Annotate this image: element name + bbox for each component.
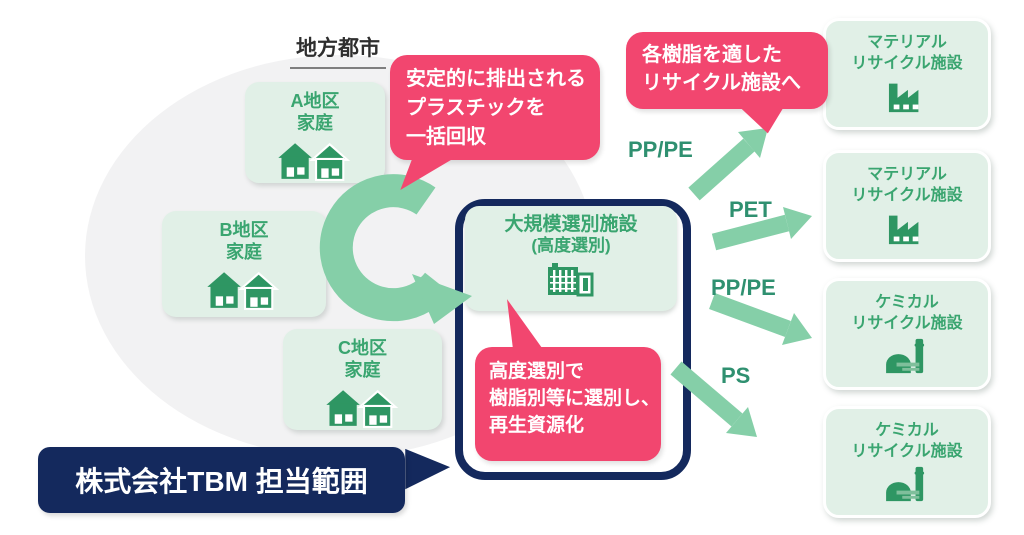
district-label: A地区 家庭: [290, 91, 340, 133]
callout-resin-routing: 各樹脂を適した リサイクル施設へ: [626, 32, 828, 109]
chemical-plant-icon: [886, 466, 925, 501]
flow-arrow-pp-pe-bottom: [709, 293, 791, 337]
houses-icon: [325, 389, 398, 428]
factory-icon: [888, 83, 919, 112]
flow-label-pp-pe-bottom: PP/PE: [711, 275, 776, 300]
sorting-building-icon: [548, 263, 594, 297]
facility-label: マテリアル リサイクル施設: [851, 166, 963, 204]
scope-banner: 株式会社TBM 担当範囲: [38, 447, 405, 513]
flow-arrow-pp-pe-top: [688, 138, 755, 201]
scope-banner-tail: [405, 448, 451, 490]
callout-resin-routing-tail: [737, 104, 786, 134]
district-box-b: B地区 家庭: [162, 211, 326, 317]
flow-arrow-pet: [711, 214, 790, 251]
facility-label: ケミカル リサイクル施設: [851, 422, 963, 460]
facility-label: ケミカル リサイクル施設: [851, 294, 963, 332]
flow-label-ps: PS: [721, 363, 751, 388]
houses-icon: [278, 142, 351, 181]
flow-label-pet: PET: [729, 197, 772, 222]
facility-box-chemical-1: ケミカル リサイクル施設: [823, 278, 991, 390]
facility-box-material-1: マテリアル リサイクル施設: [823, 18, 991, 130]
facility-box-material-2: マテリアル リサイクル施設: [823, 150, 991, 262]
district-label: B地区 家庭: [219, 220, 269, 262]
sorting-facility-name: 大規模選別施設: [504, 214, 638, 235]
houses-icon: [207, 271, 280, 310]
sorting-facility-box: 大規模選別施設 (高度選別): [465, 206, 677, 311]
city-title: 地方都市: [290, 32, 386, 69]
district-label: C地区 家庭: [338, 338, 387, 380]
sorting-facility-subname: (高度選別): [531, 235, 611, 255]
facility-box-chemical-2: ケミカル リサイクル施設: [823, 406, 991, 518]
callout-bulk-collection: 安定的に排出される プラスチックを 一括回収: [390, 55, 600, 160]
callout-advanced-sorting: 高度選別で 樹脂別等に選別し、 再生資源化: [475, 347, 661, 461]
chemical-plant-icon: [886, 338, 925, 373]
district-box-c: C地区 家庭: [283, 329, 442, 430]
factory-icon: [888, 215, 919, 244]
facility-label: マテリアル リサイクル施設: [851, 34, 963, 72]
flow-label-pp-pe-top: PP/PE: [628, 137, 693, 162]
district-box-a: A地区 家庭: [245, 82, 385, 183]
